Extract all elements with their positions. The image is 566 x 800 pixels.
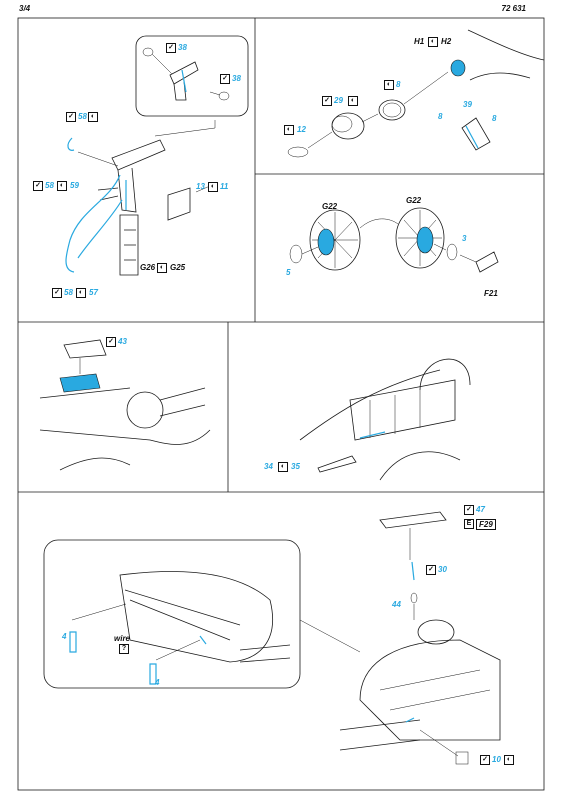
part-number: 29 bbox=[334, 96, 343, 105]
part-number: 38 bbox=[178, 43, 187, 52]
set-number: 72 631 bbox=[501, 4, 526, 13]
panel-b-drawing bbox=[287, 29, 545, 158]
part-number: 38 bbox=[232, 74, 241, 83]
check-icon: ✓ bbox=[220, 74, 230, 84]
part-number: 58 bbox=[78, 112, 87, 121]
part-number: 47 bbox=[476, 505, 485, 514]
check-icon: ✓ bbox=[464, 505, 474, 515]
half-moon-icon: ◐ bbox=[384, 80, 394, 90]
part-number: 5 bbox=[286, 268, 291, 277]
check-icon: ✓ bbox=[166, 43, 176, 53]
check-icon: ✓ bbox=[33, 181, 43, 191]
part-number: 39 bbox=[463, 100, 472, 109]
panel-f-drawing bbox=[69, 511, 501, 765]
half-moon-icon: ◐ bbox=[284, 125, 294, 135]
check-icon: ✓ bbox=[480, 755, 490, 765]
part-number: 8 bbox=[438, 112, 443, 121]
part-number: 30 bbox=[438, 565, 447, 574]
part-number: 34 bbox=[264, 462, 273, 471]
part-number: 58 bbox=[64, 288, 73, 297]
part-label: H2 bbox=[441, 37, 452, 46]
part-label: G22 bbox=[322, 202, 338, 211]
half-moon-icon: ◐ bbox=[208, 182, 218, 192]
panel-a-drawing bbox=[65, 47, 230, 276]
half-moon-icon: ◐ bbox=[76, 288, 86, 298]
part-label: H1 bbox=[414, 37, 425, 46]
part-number: 10 bbox=[492, 755, 501, 764]
part-number: 12 bbox=[297, 125, 306, 134]
half-moon-icon: ◐ bbox=[57, 181, 67, 191]
part-number: 44 bbox=[392, 600, 401, 609]
assembly-label: G26 bbox=[140, 263, 156, 272]
check-icon: ✓ bbox=[66, 112, 76, 122]
bend-icon: E bbox=[464, 519, 474, 529]
part-number: 4 bbox=[62, 632, 67, 641]
half-moon-icon: ◐ bbox=[278, 462, 288, 472]
part-number: 43 bbox=[118, 337, 127, 346]
part-number: 4 bbox=[155, 678, 160, 687]
wire-label: wire bbox=[114, 634, 131, 643]
part-number: 13 bbox=[196, 182, 205, 191]
part-label: G22 bbox=[406, 196, 422, 205]
panel-e-drawing bbox=[299, 358, 471, 481]
panel-d-drawing bbox=[39, 339, 211, 471]
part-number: 59 bbox=[70, 181, 79, 190]
check-icon: ✓ bbox=[426, 565, 436, 575]
part-label: F21 bbox=[484, 289, 498, 298]
panel-borders bbox=[17, 17, 545, 791]
part-number: 58 bbox=[45, 181, 54, 190]
part-number: 11 bbox=[220, 182, 229, 191]
part-number: 3 bbox=[462, 234, 467, 243]
check-icon: ✓ bbox=[52, 288, 62, 298]
half-moon-icon: ◐ bbox=[504, 755, 514, 765]
half-moon-icon: ◐ bbox=[157, 263, 167, 273]
page-number: 3/4 bbox=[19, 4, 31, 13]
question-icon: ? bbox=[119, 644, 129, 654]
check-icon: ✓ bbox=[322, 96, 332, 106]
part-number: 8 bbox=[492, 114, 497, 123]
part-number: 35 bbox=[291, 462, 300, 471]
half-moon-icon: ◐ bbox=[428, 37, 438, 47]
check-icon: ✓ bbox=[106, 337, 116, 347]
panel-c-drawing bbox=[289, 207, 499, 273]
part-number: 57 bbox=[89, 288, 98, 297]
part-label: F29 bbox=[476, 519, 496, 530]
half-moon-icon: ◐ bbox=[348, 96, 358, 106]
half-moon-icon: ◐ bbox=[88, 112, 98, 122]
part-number: 8 bbox=[396, 80, 401, 89]
assembly-label: G25 bbox=[170, 263, 186, 272]
